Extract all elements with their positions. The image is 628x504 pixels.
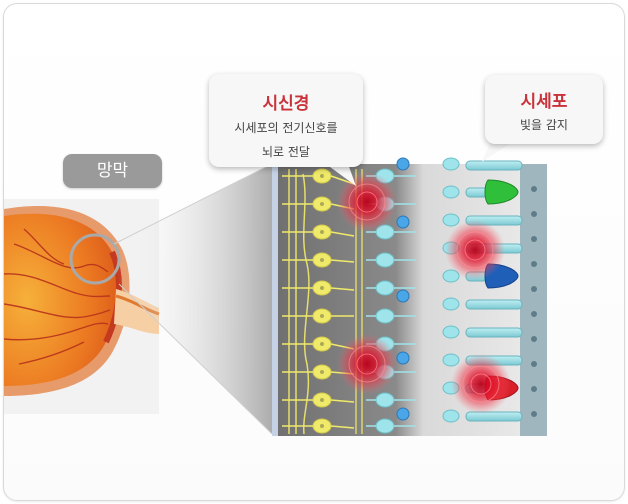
- zoom-connector: [114, 164, 272, 434]
- retina-label: 망막: [63, 154, 162, 188]
- optic-nerve-callout-tail: [326, 164, 356, 186]
- photoreceptor-callout: 시세포 빛을 감지: [485, 75, 603, 144]
- optic-nerve-desc-line1: 시세포의 전기신호를: [234, 121, 338, 135]
- photoreceptor-callout-tail: [482, 141, 514, 162]
- optic-nerve-callout: 시신경 시세포의 전기신호를 뇌로 전달: [209, 74, 363, 167]
- photoreceptor-desc: 빛을 감지: [520, 118, 568, 132]
- eye-illustration: [4, 199, 160, 414]
- green-cone: [484, 179, 519, 205]
- retina-diagram: [4, 141, 547, 436]
- optic-nerve-desc-line2: 뇌로 전달: [262, 145, 310, 159]
- photoreceptor-title: 시세포: [520, 92, 568, 112]
- optic-nerve-title: 시신경: [262, 94, 310, 114]
- diagram-frame: 망막 시신경 시세포의 전기신호를 뇌로 전달 시세포 빛을 감지: [3, 3, 625, 501]
- magnified-retina-panel: [272, 157, 547, 436]
- signal-pulses: [337, 172, 511, 414]
